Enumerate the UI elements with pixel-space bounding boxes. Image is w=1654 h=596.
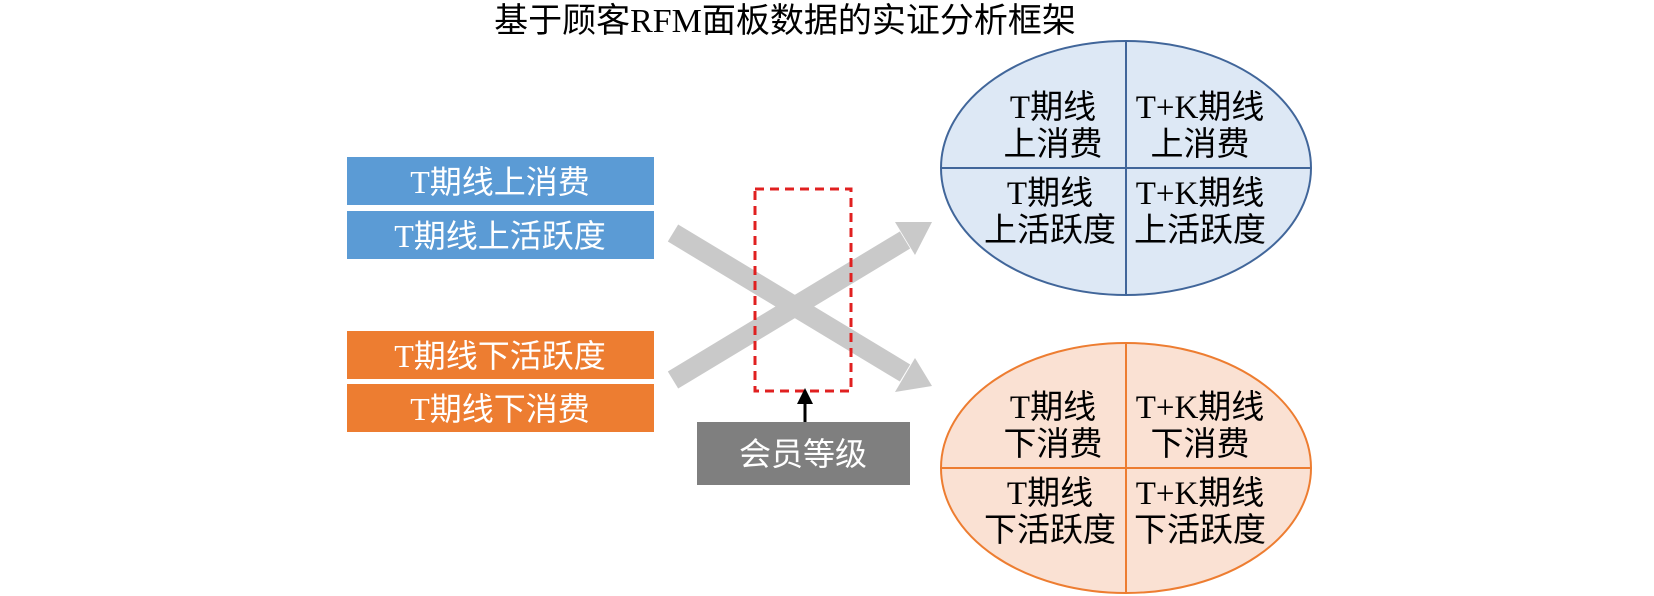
arrow-offline-to-online-head	[895, 222, 932, 255]
offline-activity-label: T期线下活跃度	[394, 338, 606, 374]
online-activity-box	[347, 211, 654, 259]
online-quadrant-br-line2: 上活跃度	[1134, 212, 1266, 249]
membership-level-label: 会员等级	[739, 436, 867, 472]
offline-quadrant-br-line2: 下活跃度	[1134, 512, 1266, 549]
offline-consumption-label: T期线下消费	[410, 391, 590, 427]
online-quadrant-br-line1: T+K期线	[1136, 175, 1265, 212]
diagram-title: 基于顾客RFM面板数据的实证分析框架	[494, 2, 1076, 40]
offline-quadrant-br-line1: T+K期线	[1136, 475, 1265, 512]
offline-quadrant-tl-line1: T期线	[1010, 389, 1096, 426]
offline-consumption-box	[347, 384, 654, 432]
moderator-arrow-head	[797, 388, 813, 404]
online-quadrant-bl-line2: 上活跃度	[984, 212, 1116, 249]
crossing-arrows	[667, 222, 932, 392]
offline-quadrant-bl-line2: 下活跃度	[984, 512, 1116, 549]
membership-level-box	[697, 422, 910, 485]
online-consumption-box	[347, 157, 654, 205]
online-quadrant-bl-line1: T期线	[1007, 175, 1093, 212]
online-quadrant-tr-line2: 上消费	[1151, 126, 1250, 163]
online-outcome-ellipse: T期线 上消费 T+K期线 上消费 T期线 上活跃度 T+K期线 上活跃度	[940, 40, 1312, 296]
offline-quadrant-tl-line2: 下消费	[1004, 426, 1103, 463]
online-quadrant-tr-line1: T+K期线	[1136, 89, 1265, 126]
online-activity-label: T期线上活跃度	[394, 218, 606, 254]
online-quadrant-tl-line2: 上消费	[1004, 126, 1103, 163]
offline-quadrant-tr-line1: T+K期线	[1136, 389, 1265, 426]
online-quadrant-tl-line1: T期线	[1010, 89, 1096, 126]
arrow-offline-to-online-shaft	[667, 231, 911, 389]
online-consumption-label: T期线上消费	[410, 164, 590, 200]
moderation-dashed-rect	[753, 187, 853, 393]
offline-activity-box	[347, 331, 654, 379]
offline-outcome-ellipse: T期线 下消费 T+K期线 下消费 T期线 下活跃度 T+K期线 下活跃度	[940, 342, 1312, 594]
offline-quadrant-bl-line1: T期线	[1007, 475, 1093, 512]
offline-quadrant-tr-line2: 下消费	[1151, 426, 1250, 463]
arrow-online-to-offline-head	[895, 358, 932, 392]
